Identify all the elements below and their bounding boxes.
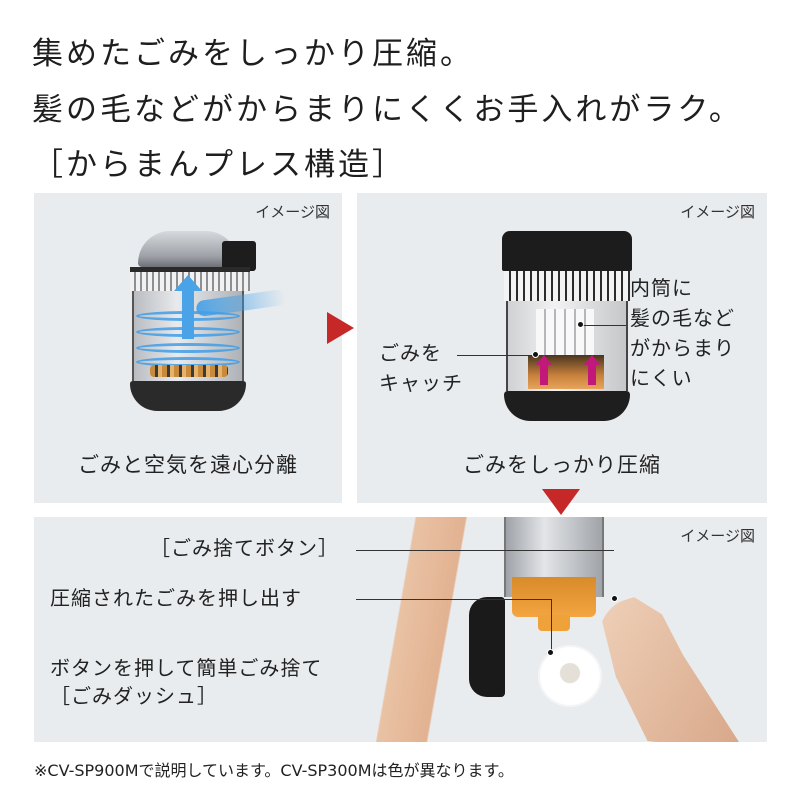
- dust-debris: [150, 365, 228, 377]
- callout-line: ごみを: [379, 341, 442, 365]
- compress-arrow-icon: [588, 363, 596, 385]
- footnote: ※CV-SP900Mで説明しています。CV-SP300Mは色が異なります。: [34, 761, 514, 780]
- leader-line: [582, 325, 626, 326]
- leader-dot: [577, 321, 584, 328]
- bin-base: [130, 381, 246, 411]
- headline-line-2: 髪の毛などがからまりにくくお手入れがラク。: [32, 92, 743, 128]
- callout-line: にくい: [630, 366, 693, 390]
- bin-base: [504, 391, 630, 421]
- step-arrow-down-icon: [542, 489, 580, 515]
- image-label: イメージ図: [680, 203, 755, 221]
- callout-dump-button: ［ごみ捨てボタン］: [150, 536, 339, 560]
- panel-compression: イメージ図 ごみを キャッチ 内筒に 髪の毛など がからまり にくい ごみをしっ…: [357, 193, 767, 503]
- compress-arrow-head-icon: [584, 355, 600, 365]
- callout-catch: ごみを キャッチ: [379, 338, 463, 398]
- panel-dust-dump: イメージ図 ［ごみ捨てボタン］ 圧縮されたごみを押し出す ボタンを押して簡単ごみ…: [34, 517, 767, 742]
- headline-line-1: 集めたごみをしっかり圧縮。: [32, 36, 474, 72]
- step-arrow-right-icon: [327, 312, 354, 344]
- panel-caption: ごみをしっかり圧縮: [463, 453, 661, 477]
- airflow-swirl-icon: [136, 343, 240, 353]
- image-label: イメージ図: [255, 203, 330, 221]
- hand-illustration: [599, 597, 739, 742]
- airflow-up-arrow-head-icon: [174, 275, 202, 291]
- leader-line: [356, 550, 614, 551]
- pusher-plug: [538, 615, 570, 631]
- panel-centrifugal-separation: イメージ図 ごみと空気を遠心分離: [34, 193, 342, 503]
- bin-filter: [504, 271, 630, 301]
- compressed-dust-ball: [540, 647, 600, 705]
- callout-inner-cylinder: 内筒に 髪の毛など がからまり にくい: [630, 273, 735, 393]
- bin-top-cap: [138, 231, 238, 267]
- panel-caption: ごみと空気を遠心分離: [78, 453, 298, 477]
- compression-bin-illustration: [502, 231, 632, 421]
- headline-line-3: ［からまんプレス構造］: [32, 147, 406, 183]
- leader-dot: [532, 351, 539, 358]
- image-label: イメージ図: [680, 527, 755, 545]
- compress-arrow-icon: [540, 363, 548, 385]
- callout-line: 内筒に: [630, 276, 693, 300]
- callout-push-out: 圧縮されたごみを押し出す: [50, 586, 302, 610]
- bin-lid-open: [469, 597, 505, 697]
- leader-dot: [611, 595, 618, 602]
- callout-easy-dump: ボタンを押して簡単ごみ捨て: [50, 656, 323, 680]
- pusher-plate: [512, 577, 596, 617]
- callout-line: キャッチ: [379, 371, 463, 395]
- leader-line: [457, 355, 535, 356]
- bin-top-cap: [502, 231, 632, 271]
- callout-line: 髪の毛など: [630, 306, 735, 330]
- callout-line: がからまり: [630, 336, 735, 360]
- callout-gomi-dash: ［ごみダッシュ］: [50, 684, 218, 708]
- bin-latch: [222, 241, 256, 271]
- compress-arrow-head-icon: [536, 355, 552, 365]
- leader-dot: [547, 649, 554, 656]
- airflow-up-arrow-icon: [182, 289, 194, 339]
- leader-line: [356, 599, 552, 600]
- leader-line-vertical: [551, 599, 552, 651]
- cyclone-bin-illustration: [126, 231, 287, 416]
- inner-cylinder: [536, 309, 594, 355]
